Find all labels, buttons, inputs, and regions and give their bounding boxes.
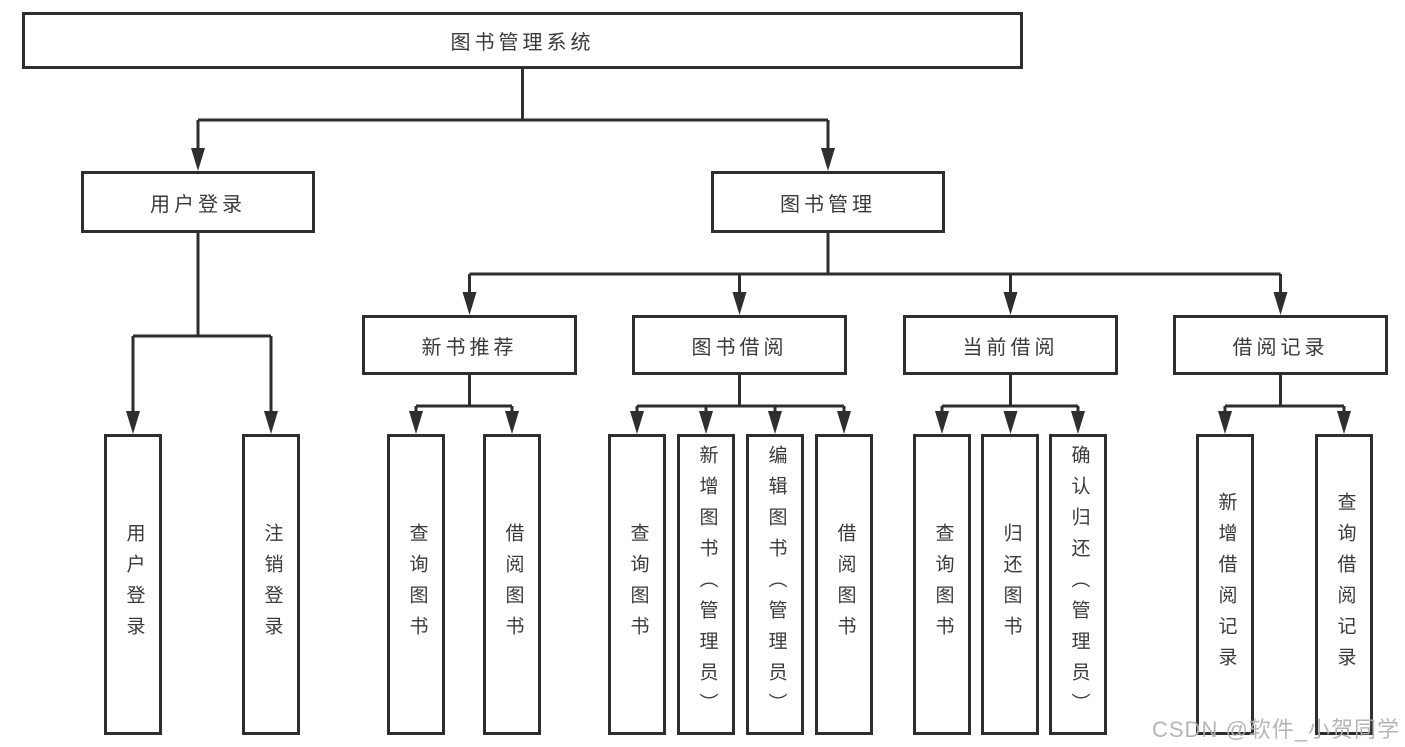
leaf-query-borrow-record: 查询借阅记录 bbox=[1315, 434, 1373, 735]
watermark-csdn: CSDN @软件_小贺同学 bbox=[1152, 717, 1401, 742]
node-book-management: 图书管理 bbox=[711, 171, 945, 233]
node-new-book-recommend-label: 新书推荐 bbox=[421, 336, 518, 359]
edge-book-borrow-to-leaves bbox=[630, 375, 851, 434]
node-book-management-label: 图书管理 bbox=[780, 193, 876, 216]
arrowhead-icon bbox=[505, 411, 519, 434]
leaf-recommend-borrow-books: 借阅图书 bbox=[483, 434, 541, 735]
arrowhead-icon bbox=[126, 411, 140, 434]
leaf-add-books-admin: 新增图书（管理员） bbox=[677, 434, 735, 735]
leaf-add-borrow-record: 新增借阅记录 bbox=[1196, 434, 1254, 735]
arrowhead-icon bbox=[409, 411, 423, 434]
arrowhead-icon bbox=[1337, 411, 1351, 434]
leaf-borrow-books: 借阅图书 bbox=[815, 434, 873, 735]
leaf-current-query-books: 查询图书 bbox=[913, 434, 971, 735]
arrowhead-icon bbox=[821, 148, 835, 171]
leaf-borrow-query-books: 查询图书 bbox=[608, 434, 666, 735]
node-current-borrow-label: 当前借阅 bbox=[962, 336, 1059, 359]
arrowhead-icon bbox=[1273, 292, 1288, 315]
leaf-borrow-books-label: 借阅图书 bbox=[834, 522, 856, 647]
leaf-logout: 注销登录 bbox=[242, 434, 300, 735]
leaf-confirm-return-admin: 确认归还（管理员） bbox=[1049, 434, 1107, 735]
arrowhead-icon bbox=[1003, 411, 1018, 434]
edge-borrow-records-to-leaves bbox=[1218, 375, 1351, 434]
edge-new-book-recommend-to-leaves bbox=[409, 375, 519, 434]
leaf-current-query-books-label: 查询图书 bbox=[932, 522, 954, 647]
leaf-user-login: 用户登录 bbox=[104, 434, 162, 735]
edge-book-management-to-level3 bbox=[462, 233, 1288, 315]
edge-root-to-level2 bbox=[191, 68, 835, 171]
leaf-edit-books-admin-label: 编辑图书（管理员） bbox=[765, 445, 787, 724]
leaf-edit-books-admin: 编辑图书（管理员） bbox=[746, 434, 804, 735]
node-user-login: 用户登录 bbox=[81, 171, 315, 233]
node-root-system: 图书管理系统 bbox=[22, 12, 1023, 69]
leaf-return-books: 归还图书 bbox=[981, 434, 1039, 735]
node-root-label: 图书管理系统 bbox=[450, 32, 595, 54]
arrowhead-icon bbox=[768, 411, 782, 434]
arrowhead-icon bbox=[699, 411, 713, 434]
arrowhead-icon bbox=[1071, 411, 1085, 434]
edge-user-login-to-leaves bbox=[126, 233, 278, 434]
leaf-logout-label: 注销登录 bbox=[261, 522, 283, 647]
arrowhead-icon bbox=[837, 411, 851, 434]
leaf-recommend-borrow-books-label: 借阅图书 bbox=[502, 522, 524, 647]
arrowhead-icon bbox=[191, 148, 205, 171]
leaf-user-login-label: 用户登录 bbox=[123, 522, 145, 647]
arrowhead-icon bbox=[1003, 292, 1018, 315]
leaf-confirm-return-admin-label: 确认归还（管理员） bbox=[1068, 445, 1090, 724]
node-borrow-records: 借阅记录 bbox=[1173, 315, 1388, 375]
node-new-book-recommend: 新书推荐 bbox=[362, 315, 577, 375]
node-book-borrow: 图书借阅 bbox=[632, 315, 847, 375]
leaf-query-borrow-record-label: 查询借阅记录 bbox=[1334, 491, 1356, 678]
arrowhead-icon bbox=[264, 411, 278, 434]
arrowhead-icon bbox=[462, 292, 477, 315]
node-book-borrow-label: 图书借阅 bbox=[691, 336, 788, 359]
arrowhead-icon bbox=[935, 411, 949, 434]
arrowhead-icon bbox=[732, 292, 747, 315]
node-borrow-records-label: 借阅记录 bbox=[1232, 336, 1329, 359]
arrowhead-icon bbox=[1218, 411, 1232, 434]
leaf-add-borrow-record-label: 新增借阅记录 bbox=[1215, 491, 1237, 678]
edge-current-borrow-to-leaves bbox=[935, 375, 1085, 434]
node-user-login-label: 用户登录 bbox=[150, 193, 246, 216]
leaf-recommend-query-books: 查询图书 bbox=[387, 434, 445, 735]
leaf-recommend-query-books-label: 查询图书 bbox=[406, 522, 428, 647]
leaf-return-books-label: 归还图书 bbox=[1000, 522, 1022, 647]
arrowhead-icon bbox=[630, 411, 644, 434]
leaf-borrow-query-books-label: 查询图书 bbox=[627, 522, 649, 647]
leaf-add-books-admin-label: 新增图书（管理员） bbox=[696, 445, 718, 724]
node-current-borrow: 当前借阅 bbox=[903, 315, 1118, 375]
